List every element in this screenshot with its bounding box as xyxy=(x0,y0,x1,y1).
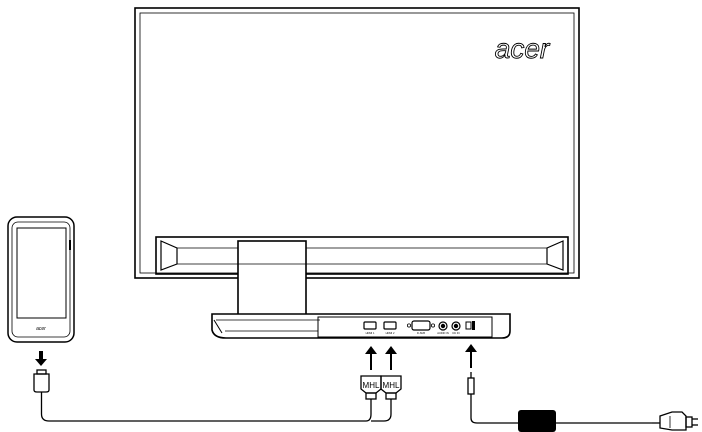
dc-plug xyxy=(467,372,475,395)
monitor-base xyxy=(211,313,511,339)
port-audio-in xyxy=(438,321,448,331)
mhl-cable xyxy=(40,397,392,422)
port-hdmi1 xyxy=(363,321,377,330)
port-dsub xyxy=(411,320,431,331)
down-arrow-icon xyxy=(35,351,47,366)
port-label-hdmi2: HDMI 2 xyxy=(386,331,395,335)
up-arrow-icon xyxy=(385,346,397,370)
up-arrow-icon xyxy=(365,346,377,370)
power-plug-icon xyxy=(652,411,698,431)
monitor-inner-frame xyxy=(139,12,575,274)
stand-crossbar xyxy=(155,236,569,275)
monitor-brand-logo: acer xyxy=(495,33,551,64)
mhl-label-left: MHL xyxy=(363,381,380,390)
lock-slot-icon xyxy=(465,321,475,330)
stand-neck xyxy=(237,240,307,318)
stand-crossbar-right-end xyxy=(546,240,564,271)
port-hdmi2 xyxy=(383,321,397,330)
mhl-label-right: MHL xyxy=(383,381,400,390)
stand-crossbar-left-end xyxy=(160,240,178,271)
port-label-audio-in: AUDIO IN xyxy=(437,331,449,335)
port-panel xyxy=(317,316,493,338)
smartphone xyxy=(7,216,75,343)
port-label-dsub: D-SUB xyxy=(417,331,425,335)
monitor xyxy=(134,7,580,318)
phone-body xyxy=(7,216,75,343)
micro-usb-plug xyxy=(33,369,50,397)
power-cable xyxy=(470,394,652,424)
port-label-hdmi1: HDMI 1 xyxy=(366,331,375,335)
power-adapter xyxy=(518,410,556,432)
up-arrow-icon xyxy=(465,344,477,368)
monitor-back-panel xyxy=(134,7,580,279)
phone-screen xyxy=(16,227,67,319)
phone-brand-logo: acer xyxy=(36,326,46,332)
port-label-dc-in: DC IN xyxy=(452,331,459,335)
port-dc-in xyxy=(451,321,461,331)
base-body xyxy=(211,313,511,339)
